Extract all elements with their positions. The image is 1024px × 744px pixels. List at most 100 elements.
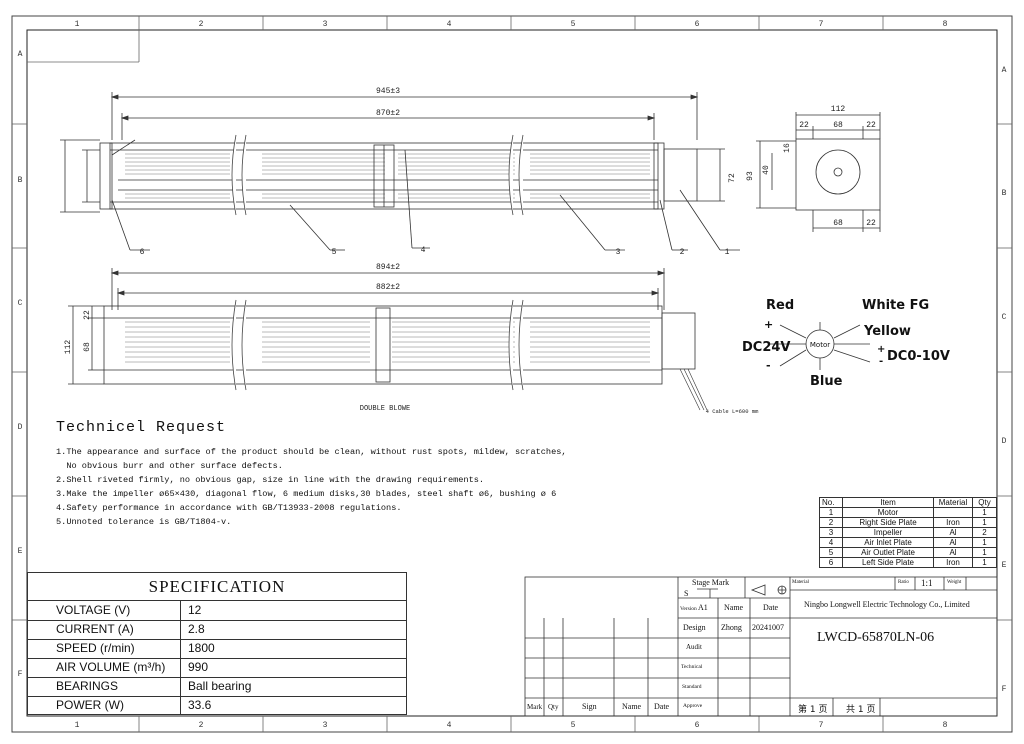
dim-93: 93 xyxy=(746,171,755,181)
tech-line-5: 4.Safety performance in accordance with … xyxy=(56,503,402,513)
front-view xyxy=(68,268,708,411)
bom-cell: 2 xyxy=(972,527,997,538)
row-label-e: E xyxy=(18,547,23,556)
bom-cell: Iron xyxy=(933,517,973,528)
dim-40: 40 xyxy=(762,165,771,175)
supply-plus: + xyxy=(764,318,774,331)
wire-white-label: White FG xyxy=(862,298,930,313)
col-label-3-bottom: 3 xyxy=(323,721,328,730)
dim-112-front: 112 xyxy=(64,340,73,355)
ratio-label: Ratio xyxy=(898,580,909,585)
version-label: Version xyxy=(680,606,697,612)
dim-945: 945±3 xyxy=(376,87,400,96)
dim-894: 894±2 xyxy=(376,263,400,272)
spec-key: BEARINGS xyxy=(56,679,119,693)
ratio-value: 1:1 xyxy=(921,578,933,588)
col-label-6: 6 xyxy=(695,20,700,29)
col-label-1: 1 xyxy=(75,20,80,29)
bom-header-material: Material xyxy=(933,497,973,508)
company-name: Ningbo Longwell Electric Technology Co.,… xyxy=(804,600,970,609)
spec-row-voltage: VOLTAGE (V)12 xyxy=(28,601,406,621)
spec-key: SPEED (r/min) xyxy=(56,641,135,655)
design-name: Zhong xyxy=(721,623,742,632)
bom-cell: 1 xyxy=(972,557,997,568)
bom-cell: 1 xyxy=(972,547,997,558)
bom-cell: 3 xyxy=(819,527,843,538)
wire-red-label: Red xyxy=(766,298,795,313)
spec-value: 1800 xyxy=(188,641,215,655)
dim-22-left: 22 xyxy=(799,121,809,130)
spec-row-power: POWER (W)33.6 xyxy=(28,696,406,714)
col-label-2-bottom: 2 xyxy=(199,721,204,730)
callout-4: 4 xyxy=(421,246,426,255)
stage-mark-label: Stage Mark xyxy=(692,578,730,587)
motor-label: Motor xyxy=(810,341,830,349)
spec-value: 990 xyxy=(188,660,209,674)
spec-row-speed: SPEED (r/min) 1800 xyxy=(28,639,406,659)
bom-header-no: No. xyxy=(819,497,843,508)
row-label-e-right: E xyxy=(1002,561,1007,570)
spec-row-bearings: BEARINGS Ball bearing xyxy=(28,677,406,697)
sign-header-name: Name xyxy=(622,702,642,711)
version-value: A1 xyxy=(698,603,708,612)
tech-line-4: 3.Make the impeller ø65×430, diagonal fl… xyxy=(56,489,557,499)
col-label-8: 8 xyxy=(943,20,948,29)
dim-16: 16 xyxy=(783,143,792,153)
dim-112: 112 xyxy=(831,105,846,114)
date-header: Date xyxy=(763,603,779,612)
page-total: 共 1 页 xyxy=(846,705,876,715)
inner-border xyxy=(26,29,998,717)
callout-6: 6 xyxy=(140,248,145,257)
spec-value: 2.8 xyxy=(188,622,205,636)
stage-s: S xyxy=(684,589,689,598)
spec-key: CURRENT (A) xyxy=(56,622,134,636)
tech-line-1: 1.The appearance and surface of the prod… xyxy=(56,447,567,457)
callout-3: 3 xyxy=(616,248,621,257)
bom-cell: Al xyxy=(933,527,973,538)
row-label-d-right: D xyxy=(1002,437,1007,446)
sign-header-date: Date xyxy=(654,702,670,711)
bom-cell: 1 xyxy=(972,517,997,528)
sign-header-mark: Mark xyxy=(527,703,543,711)
bom-cell: 1 xyxy=(972,507,997,518)
bom-cell: 5 xyxy=(819,547,843,558)
spec-value: 12 xyxy=(188,603,202,617)
tech-line-6: 5.Unnoted tolerance is GB/T1804-v. xyxy=(56,517,232,527)
bom-cell: 1 xyxy=(972,537,997,548)
dim-68-bottom: 68 xyxy=(833,219,843,228)
cable-note: 4 Cable L=600 mm xyxy=(706,408,760,415)
top-view xyxy=(60,92,740,251)
spec-value: Ball bearing xyxy=(188,679,252,693)
col-label-3: 3 xyxy=(323,20,328,29)
dim-22-bottom: 22 xyxy=(866,219,876,228)
drawing-number: LWCD-65870LN-06 xyxy=(817,630,935,645)
audit-label: Audit xyxy=(686,643,702,651)
dim-68-top: 68 xyxy=(833,121,843,130)
row-label-b-right: B xyxy=(1002,189,1007,198)
end-view xyxy=(756,112,881,232)
bom-cell: 1 xyxy=(819,507,843,518)
bom-cell: 4 xyxy=(819,537,843,548)
bom-cell: Al xyxy=(933,537,973,548)
dim-22-right: 22 xyxy=(866,121,876,130)
col-label-8-bottom: 8 xyxy=(943,721,948,730)
bom-cell: Al xyxy=(933,547,973,558)
row-label-a-right: A xyxy=(1002,66,1007,75)
double-blower-caption: DOUBLE BLOWE xyxy=(360,405,410,413)
dim-72: 72 xyxy=(728,173,737,183)
wiring-diagram xyxy=(770,322,871,370)
dim-870: 870±2 xyxy=(376,109,400,118)
bom-cell: Impeller xyxy=(842,527,934,538)
bom-cell xyxy=(933,507,973,518)
zone-ticks xyxy=(12,16,1012,732)
bom-cell: Air Inlet Plate xyxy=(842,537,934,548)
wire-blue-label: Blue xyxy=(810,374,843,389)
wire-yellow-label: Yellow xyxy=(864,324,911,339)
spec-key: AIR VOLUME (m³/h) xyxy=(56,660,166,674)
